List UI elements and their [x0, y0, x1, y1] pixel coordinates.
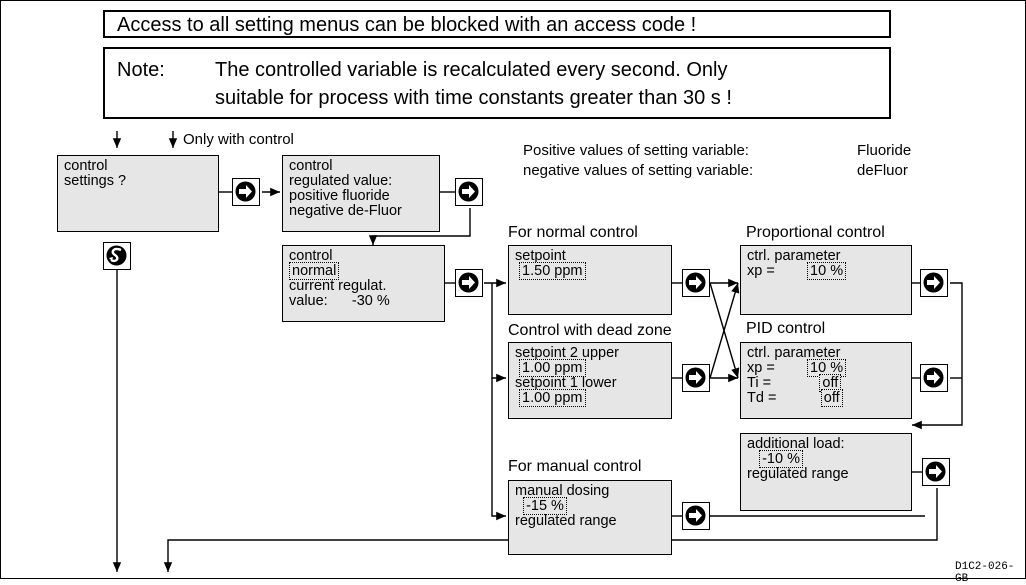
dead-zone-heading: Control with dead zone [508, 322, 672, 339]
box-line: positive fluoride [289, 188, 390, 204]
only-with-control-label: Only with control [183, 131, 294, 148]
manual-control-heading: For manual control [508, 458, 642, 475]
normal-control-heading: For normal control [508, 224, 638, 241]
pid-xp-value[interactable]: 10 % [807, 359, 847, 377]
enter-button[interactable] [920, 364, 948, 392]
additional-load-value[interactable]: -10 % [759, 450, 803, 468]
enter-arrow-icon [458, 181, 479, 202]
manual-dosing-value[interactable]: -15 % [523, 497, 567, 515]
box-line: additional load: [747, 436, 845, 452]
box-line: ctrl. parameter [747, 248, 841, 264]
box-line: negative de-Fluor [289, 203, 402, 219]
enter-arrow-icon [685, 367, 706, 388]
enter-button[interactable] [455, 269, 483, 297]
note-line-2: suitable for process with time constants… [215, 87, 732, 109]
box-line: setpoint 2 upper [515, 345, 619, 361]
enter-arrow-icon [923, 367, 944, 388]
additional-load-box: additional load: -10 % regulated range [740, 433, 912, 511]
enter-button[interactable] [682, 364, 710, 392]
note-label: Note: [117, 59, 165, 81]
current-value: -30 % [351, 293, 390, 309]
note-box: Note: The controlled variable is recalcu… [103, 47, 891, 119]
enter-button[interactable] [920, 269, 948, 297]
box-line: manual dosing [515, 483, 610, 499]
regulated-value-box: control regulated value: positive fluori… [282, 155, 440, 232]
enter-button[interactable] [682, 269, 710, 297]
figure-code: D1C2-026-GB [955, 561, 1015, 585]
xp-value[interactable]: 10 % [807, 262, 847, 280]
control-settings-box: control settings ? [57, 155, 219, 232]
setpoint-value[interactable]: 1.50 ppm [519, 262, 586, 280]
setpoint-lower-value[interactable]: 1.00 ppm [519, 389, 586, 407]
control-mode-box: control normal current regulat. value: -… [282, 245, 445, 322]
box-line: regulated range [747, 466, 849, 482]
enter-arrow-icon [923, 272, 944, 293]
pid-ti-label: Ti = [747, 375, 772, 391]
normal-setpoint-box: setpoint 1.50 ppm [508, 245, 672, 315]
xp-label: xp = [747, 263, 775, 279]
enter-arrow-icon [685, 272, 706, 293]
pid-td-value[interactable]: off [820, 389, 843, 407]
access-code-text: Access to all setting menus can be block… [117, 14, 697, 36]
box-line: control [289, 158, 333, 174]
box-line: regulated value: [289, 173, 393, 189]
enter-button[interactable] [455, 178, 483, 206]
enter-arrow-icon [458, 272, 479, 293]
enter-button[interactable] [232, 178, 260, 206]
note-line-1: The controlled variable is recalculated … [215, 59, 728, 81]
box-line: regulated range [515, 513, 617, 529]
enter-arrow-icon [685, 505, 706, 526]
box-line: control [64, 158, 108, 174]
manual-dosing-box: manual dosing -15 % regulated range [508, 480, 672, 555]
box-line: current regulat. [289, 278, 387, 294]
legend-negative-label: negative values of setting variable: [523, 162, 754, 179]
dead-zone-box: setpoint 2 upper 1.00 ppm setpoint 1 low… [508, 342, 672, 419]
setpoint-upper-value[interactable]: 1.00 ppm [519, 359, 586, 377]
legend-negative-value: deFluor [857, 162, 908, 179]
proportional-heading: Proportional control [746, 224, 885, 241]
access-code-notice: Access to all setting menus can be block… [103, 10, 891, 38]
legend-positive-label: Positive values of setting variable: [523, 142, 749, 159]
enter-button[interactable] [922, 458, 950, 486]
pid-ti-value[interactable]: off [819, 374, 842, 392]
back-s-icon [106, 245, 127, 266]
box-line: setpoint [515, 248, 566, 264]
back-button[interactable] [103, 242, 131, 270]
pid-heading: PID control [746, 320, 826, 337]
control-mode-value[interactable]: normal [289, 262, 340, 280]
value-label: value: [289, 293, 328, 309]
box-line: control [289, 248, 333, 264]
box-line: ctrl. parameter [747, 345, 841, 361]
pid-xp-label: xp = [747, 360, 775, 376]
enter-arrow-icon [925, 461, 946, 482]
box-line: setpoint 1 lower [515, 375, 617, 391]
enter-arrow-icon [235, 181, 256, 202]
pid-box: ctrl. parameter xp = 10 % Ti = off Td = … [740, 342, 912, 419]
proportional-box: ctrl. parameter xp = 10 % [740, 245, 912, 315]
pid-td-label: Td = [747, 390, 777, 406]
legend-positive-value: Fluoride [857, 142, 912, 159]
enter-button[interactable] [682, 502, 710, 530]
box-line: settings ? [64, 173, 127, 189]
